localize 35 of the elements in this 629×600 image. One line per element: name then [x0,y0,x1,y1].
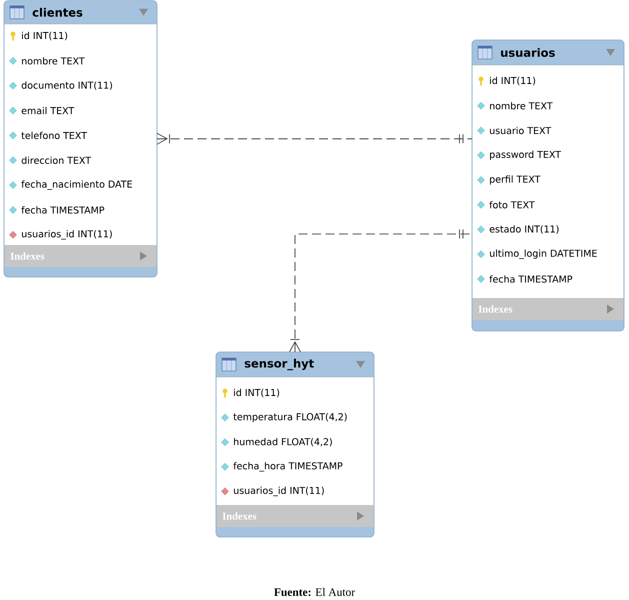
column-label: password TEXT [490,150,562,160]
indexes-bar: Indexes [472,298,624,320]
entity-table [216,352,374,538]
column-label: nombre TEXT [22,57,85,65]
indexes-bar: Indexes [216,505,374,527]
column-label: direccion TEXT [22,156,92,164]
column-label: foto TEXT [489,201,535,208]
column-label: humedad FLOAT(4,2) [234,438,332,446]
column-label: temperatura FLOAT(4,2) [233,413,347,422]
column-label: id INT(11) [22,32,68,40]
table-title: clientes [32,8,82,17]
column-label: nombre TEXT [490,102,553,110]
column-label: usuarios_id INT(11) [22,230,112,240]
table-title: usuarios [501,48,555,57]
relationship-line [156,132,472,145]
entity-table [4,0,158,278]
column-label: telefono TEXT [21,132,88,140]
column-label: perfil TEXT [490,175,540,185]
column-label: fecha TIMESTAMP [21,206,104,214]
relationship-line [289,229,472,352]
caption: Fuente: El Autor [274,588,355,596]
column-label: usuario TEXT [490,126,552,134]
column-label: ultimo_login DATETIME [490,250,597,259]
column-label: email TEXT [22,106,74,114]
column-label: usuarios_id INT(11) [234,486,324,496]
column-label: id INT(11) [490,76,536,86]
table-title: sensor_hyt [244,358,314,370]
column-label: documento INT(11) [22,81,112,90]
column-label: fecha_nacimiento DATE [21,180,132,190]
column-label: fecha_hora TIMESTAMP [233,462,342,472]
indexes-bar: Indexes [4,245,156,267]
column-label: fecha TIMESTAMP [489,275,572,283]
column-label: id INT(11) [234,388,280,398]
entity-table [472,40,624,332]
column-label: estado INT(11) [490,225,559,234]
